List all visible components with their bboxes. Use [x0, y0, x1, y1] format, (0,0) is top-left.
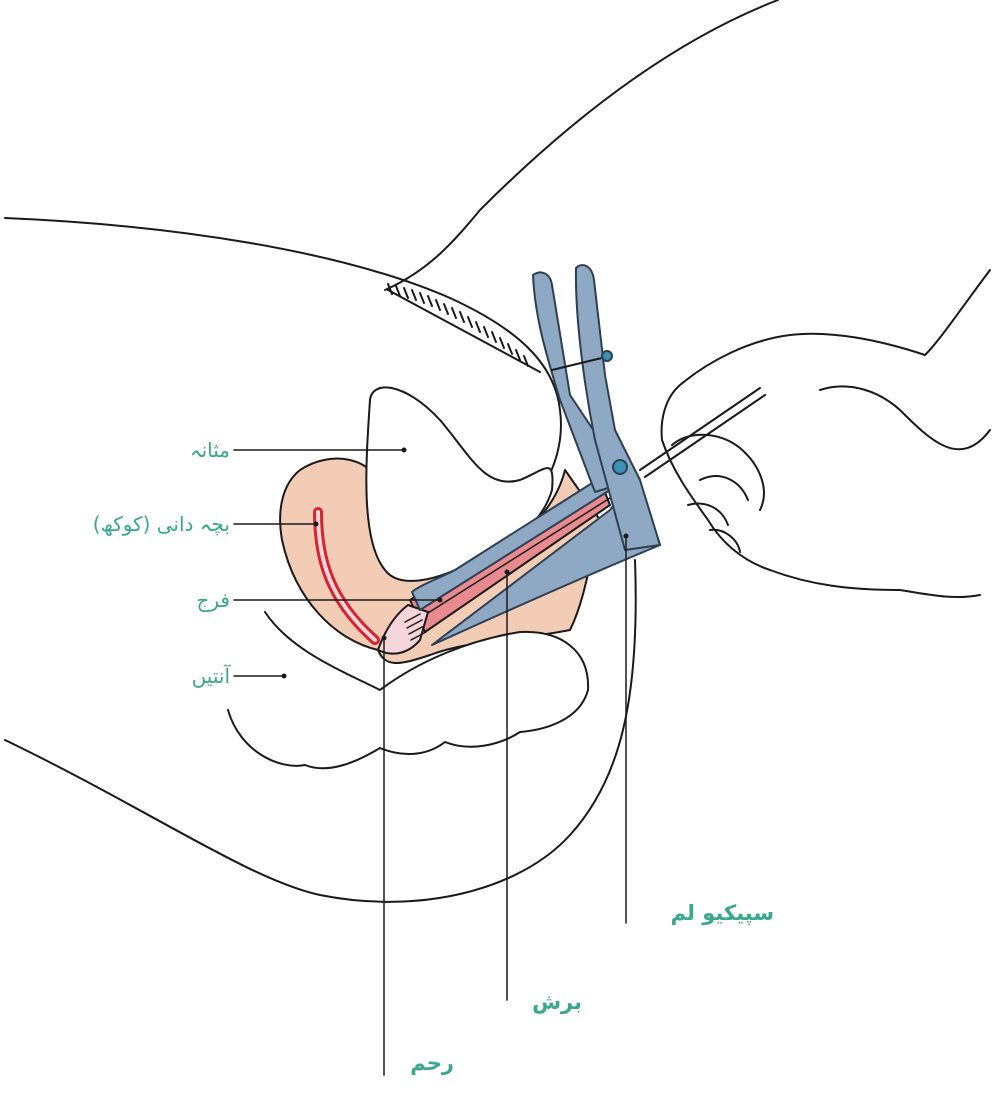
label-intestines: آنتیں	[192, 666, 230, 686]
label-brush: برش	[532, 992, 582, 1013]
thigh-outline	[385, 0, 778, 290]
leader-intestines-dot	[282, 674, 287, 679]
hand-outline	[662, 270, 990, 597]
speculum-screw-icon	[613, 460, 627, 474]
leader-vagina-dot	[438, 598, 443, 603]
hair-outline	[388, 290, 540, 372]
label-bladder: مثانہ	[190, 440, 230, 460]
abdomen-outline	[5, 218, 561, 490]
label-cervix: رحم	[410, 1053, 454, 1074]
leader-uterus-dot	[314, 522, 319, 527]
label-uterus: بچہ دانی (کوکھ)	[93, 514, 230, 534]
leader-speculum-dot	[624, 534, 629, 539]
speculum-bar-knob-icon	[602, 351, 612, 361]
label-speculum: سپیکیو لم	[671, 903, 774, 924]
leader-cervix-dot	[382, 636, 387, 641]
leader-bladder-dot	[402, 448, 407, 453]
leader-brush-dot	[505, 570, 510, 575]
label-vagina: فرج	[196, 590, 230, 610]
